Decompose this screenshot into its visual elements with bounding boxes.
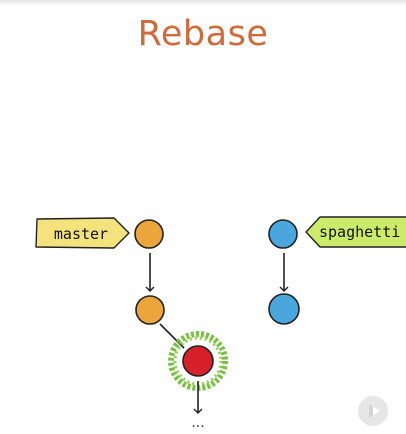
master-tag-label: master xyxy=(54,225,108,243)
master-branch-tag: master xyxy=(35,217,130,249)
slide-title: Rebase xyxy=(137,14,269,54)
master-commit-1 xyxy=(134,219,164,249)
continuation-ellipsis: ... xyxy=(191,415,204,431)
play-button[interactable] xyxy=(358,396,388,426)
highlighted-commit xyxy=(168,331,228,391)
master-commit-2 xyxy=(135,295,165,325)
red-commit xyxy=(182,345,214,377)
master-connector xyxy=(159,323,185,349)
spaghetti-branch-tag: spaghetti xyxy=(305,216,406,248)
spaghetti-commit-2 xyxy=(268,293,300,325)
top-shade xyxy=(0,0,406,6)
spaghetti-tag-label: spaghetti xyxy=(319,223,400,241)
spaghetti-commit-1 xyxy=(268,219,298,249)
play-icon xyxy=(369,404,380,418)
